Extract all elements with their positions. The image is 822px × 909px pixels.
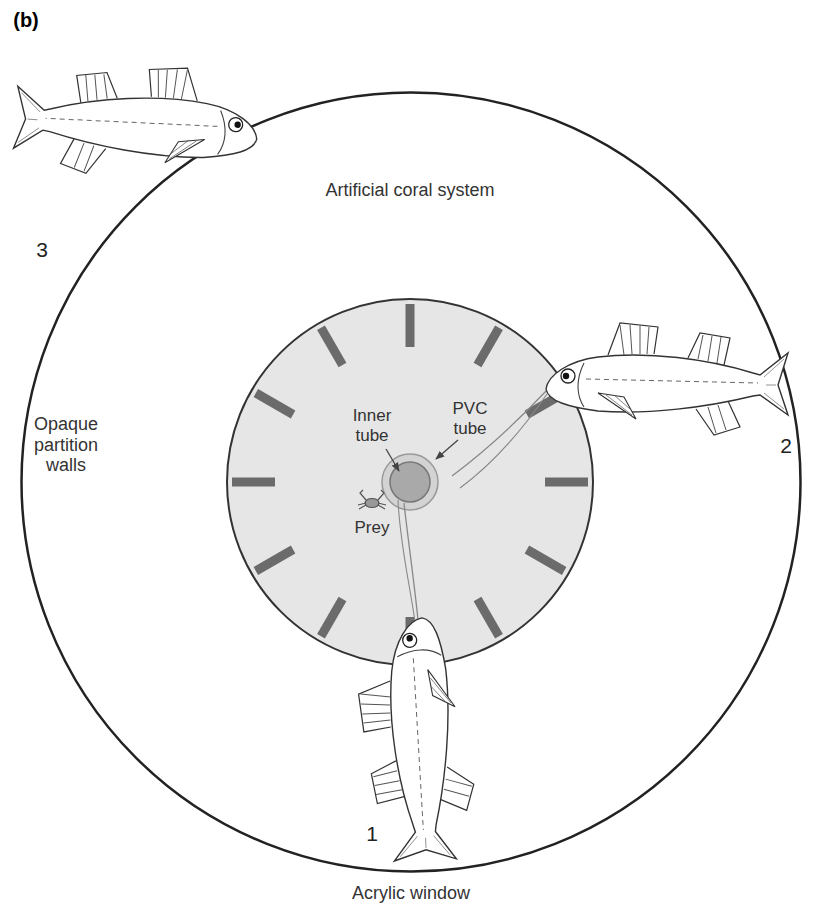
callout-number: 1	[357, 822, 387, 846]
node-text: Prey	[345, 518, 399, 538]
circle-outline	[22, 93, 801, 872]
pvc-tube	[382, 454, 438, 510]
goatfish	[12, 56, 261, 185]
goatfish	[356, 616, 476, 862]
panel-label: (b)	[1, 9, 51, 32]
node-text: PVC tube	[444, 399, 496, 438]
barbel	[398, 500, 415, 622]
callout-number: 3	[27, 238, 57, 262]
partition-wall	[256, 393, 293, 415]
partition-wall	[478, 599, 500, 636]
node-text: Acrylic window	[326, 883, 496, 904]
node-text: Inner tube	[346, 406, 398, 445]
partition-wall	[321, 599, 343, 636]
goatfish	[546, 323, 788, 435]
partition-wall	[256, 550, 293, 572]
leader-line	[436, 440, 458, 459]
prey-crab	[358, 490, 386, 509]
node-text: Opaque partition walls	[18, 414, 114, 476]
barbel	[452, 390, 547, 476]
partition-wall	[321, 328, 343, 365]
partition-wall	[478, 328, 500, 365]
circle-outline	[227, 299, 593, 665]
barbel	[404, 503, 418, 620]
barbel	[460, 394, 547, 488]
inner-tube	[390, 462, 430, 502]
leader-line	[386, 449, 399, 471]
partition-walls	[232, 304, 588, 660]
callout-number: 2	[771, 434, 801, 458]
node-text: Artificial coral system	[290, 180, 530, 201]
partition-wall	[545, 478, 588, 487]
partition-wall	[527, 550, 564, 572]
partition-wall	[406, 304, 415, 347]
partition-wall	[232, 478, 275, 487]
